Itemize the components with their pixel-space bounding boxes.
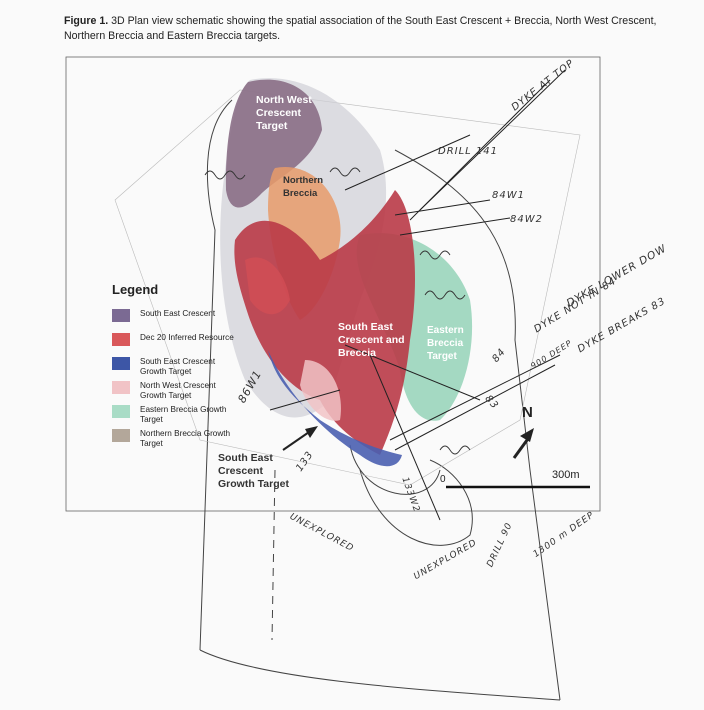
label-north-west-target: North West Crescent Target [256, 94, 312, 132]
legend-item: Dec 20 Inferred Resource [104, 333, 244, 357]
legend-label: Eastern Breccia Growth Target [140, 405, 227, 424]
pointer-arrow-head [305, 426, 318, 438]
legend-title: Legend [112, 282, 159, 297]
legend-swatch [112, 381, 130, 394]
legend-item: Eastern Breccia Growth Target [104, 405, 244, 429]
south-east-growth-shape [268, 350, 402, 467]
legend-label: South East Crescent Growth Target [140, 357, 216, 376]
caption-label: Figure 1. [64, 15, 109, 27]
legend-label: South East Crescent [140, 309, 216, 318]
north-arrow-head [520, 428, 534, 442]
label-south-east-crescent-breccia: South East Crescent and Breccia [338, 321, 405, 359]
legend-item: South East Crescent [104, 309, 244, 333]
pointer-arrow [282, 429, 313, 451]
legend-label: North West Crescent Growth Target [140, 381, 216, 400]
legend-label: Dec 20 Inferred Resource [140, 333, 234, 342]
map-frame [65, 56, 601, 512]
sketch-outline [199, 99, 561, 701]
legend-swatch [112, 405, 130, 418]
legend-swatch [112, 333, 130, 346]
legend-swatch [112, 429, 130, 442]
legend-swatch [112, 357, 130, 370]
legend: Legend South East Crescent Dec 20 Inferr… [104, 282, 244, 453]
note-drill-141: DRILL 141 [438, 146, 499, 157]
caption-text: 3D Plan view schematic showing the spati… [64, 15, 657, 42]
legend-item: South East Crescent Growth Target [104, 357, 244, 381]
legend-item: Northern Breccia Growth Target [104, 429, 244, 453]
legend-label: Northern Breccia Growth Target [140, 429, 231, 448]
label-northern-breccia: Northern Breccia [283, 175, 324, 199]
drill-traces [269, 69, 566, 521]
red-highlight [245, 257, 290, 315]
north-label: N [522, 404, 533, 421]
note-84w2: 84W2 [510, 214, 543, 225]
north-west-crescent-shape [225, 79, 322, 208]
wireframe-box [114, 89, 581, 486]
scale-label: 300m [552, 469, 580, 481]
label-south-east-growth: South East Crescent Growth Target [218, 452, 289, 490]
note-84w1: 84W1 [492, 190, 525, 201]
legend-item: North West Crescent Growth Target [104, 381, 244, 405]
pink-growth-shape [300, 360, 341, 421]
legend-swatch [112, 309, 130, 322]
scale-zero-label: 0 [440, 474, 446, 485]
figure-caption: Figure 1. 3D Plan view schematic showing… [64, 14, 664, 44]
fault-squiggles [204, 167, 471, 455]
label-eastern-breccia: Eastern Breccia Target [427, 325, 464, 362]
inferred-resource-shape [234, 190, 415, 455]
